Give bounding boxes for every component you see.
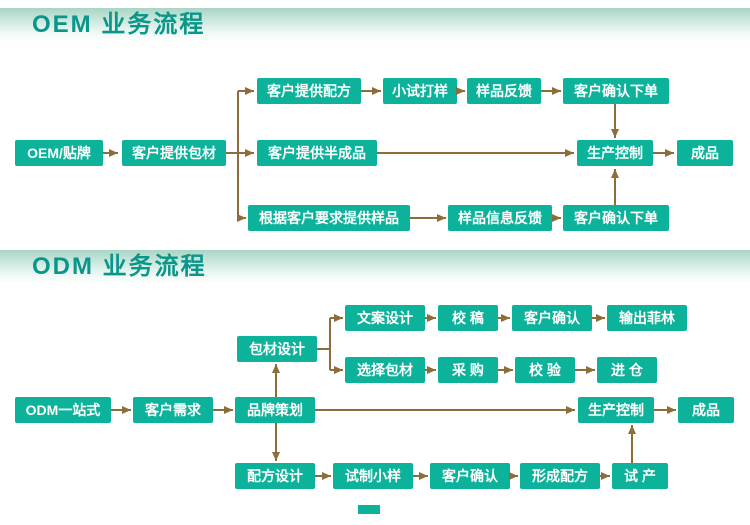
odm-node-confirm-sample: 客户确认	[430, 463, 510, 489]
oem-node-confirm-order-bottom: 客户确认下单	[563, 205, 669, 231]
odm-node-form-formula: 形成配方	[520, 463, 600, 489]
odm-section-title: ODM 业务流程	[32, 253, 207, 280]
oem-node-finished-product: 成品	[677, 140, 733, 166]
odm-node-proofread: 校 稿	[438, 305, 498, 331]
oem-node-confirm-order-top: 客户确认下单	[563, 78, 669, 104]
oem-node-sample-feedback: 样品反馈	[467, 78, 541, 104]
odm-node-film-output: 输出菲林	[607, 305, 687, 331]
odm-node-trial-sample: 试制小样	[333, 463, 413, 489]
odm-node-choose-package: 选择包材	[345, 357, 425, 383]
oem-node-start: OEM/贴牌	[15, 140, 103, 166]
oem-node-customer-formula: 客户提供配方	[257, 78, 361, 104]
odm-node-production-control: 生产控制	[578, 397, 654, 423]
oem-node-semi-finished: 客户提供半成品	[257, 140, 377, 166]
odm-node-formula-design: 配方设计	[235, 463, 315, 489]
oem-section-header: OEM 业务流程	[0, 8, 750, 42]
oem-node-trial-proof: 小试打样	[383, 78, 457, 104]
oem-node-production-control: 生产控制	[577, 140, 653, 166]
odm-node-warehouse: 进 仓	[597, 357, 657, 383]
odm-node-start: ODM一站式	[15, 397, 111, 423]
odm-node-purchase: 采 购	[438, 357, 498, 383]
odm-section-header: ODM 业务流程	[0, 250, 750, 284]
odm-node-check: 校 验	[515, 357, 575, 383]
oem-node-sample-info-feedback: 样品信息反馈	[448, 205, 552, 231]
oem-node-customer-package: 客户提供包材	[122, 140, 226, 166]
oem-section-title: OEM 业务流程	[32, 11, 206, 38]
odm-node-package-design: 包材设计	[237, 336, 317, 362]
odm-node-copy-design: 文案设计	[345, 305, 425, 331]
odm-node-customer-demand: 客户需求	[133, 397, 213, 423]
odm-node-brand-planning: 品牌策划	[235, 397, 315, 423]
odm-node-confirm-copy: 客户确认	[512, 305, 592, 331]
oem-node-sample-on-request: 根据客户要求提供样品	[248, 205, 410, 231]
odm-node-trial-production: 试 产	[612, 463, 668, 489]
bottom-mark	[358, 505, 380, 514]
odm-node-finished-product: 成品	[678, 397, 734, 423]
